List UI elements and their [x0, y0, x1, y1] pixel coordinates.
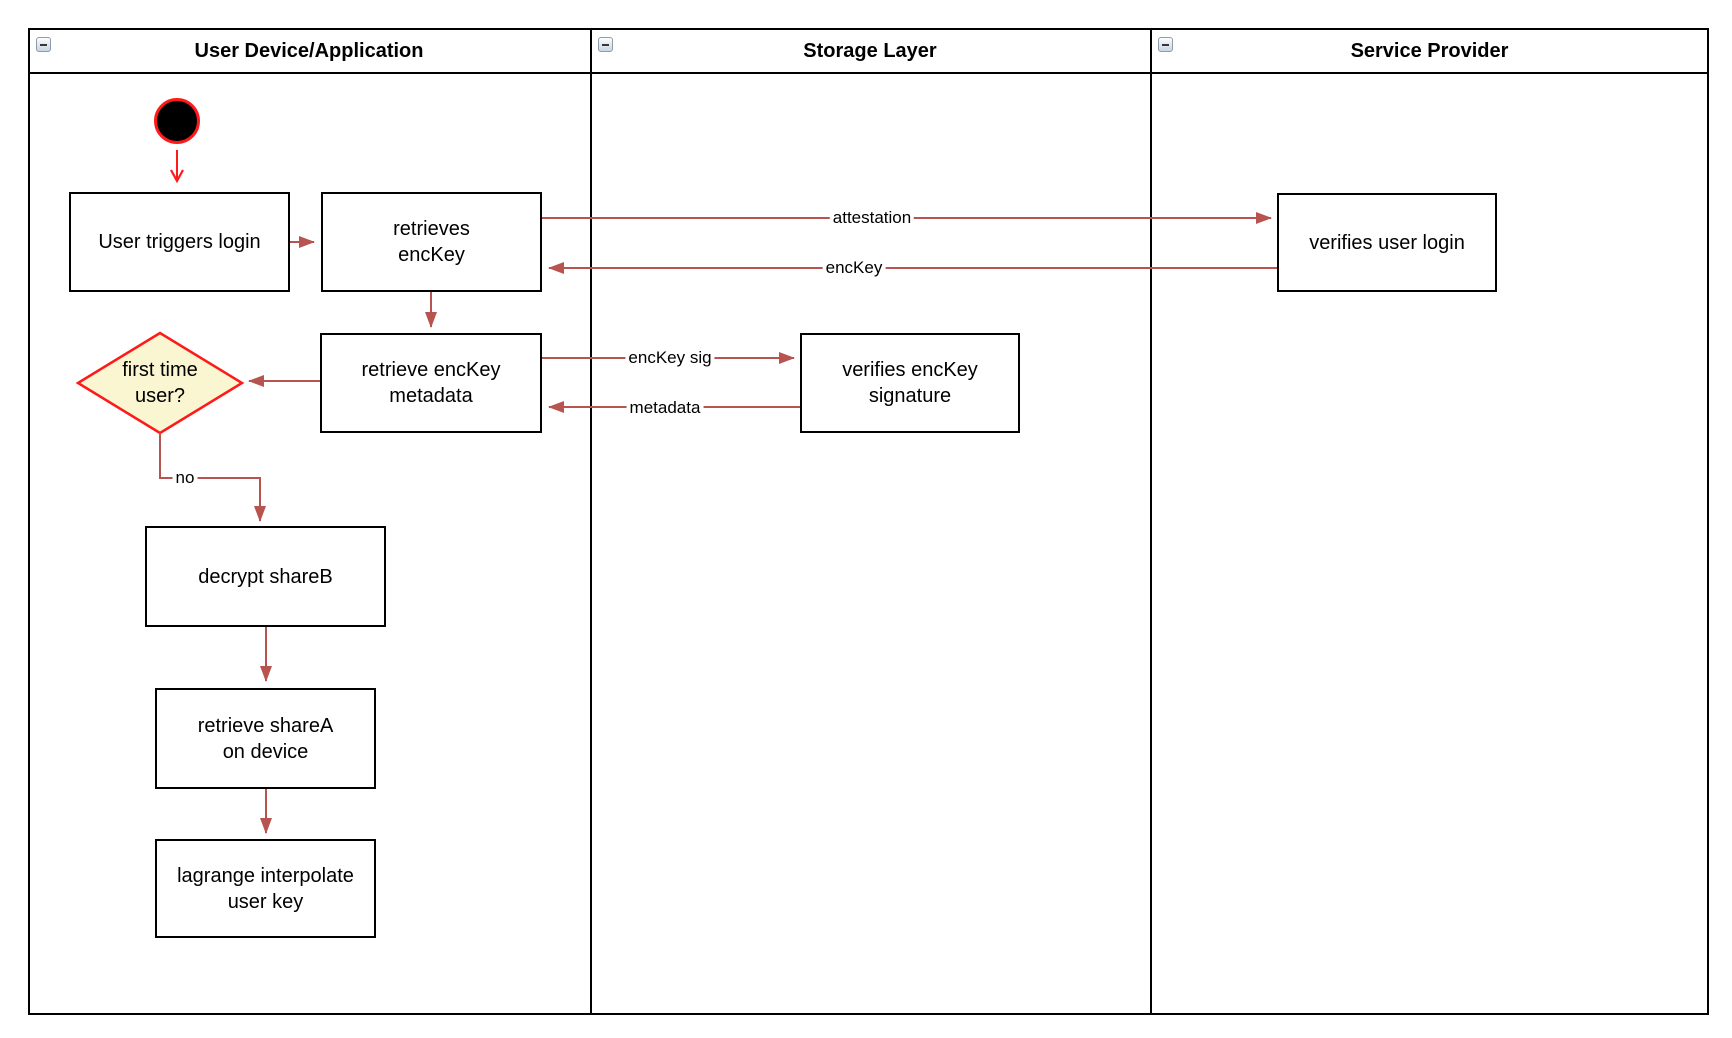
edge-label-no: no: [172, 467, 198, 489]
swimlane-pool-border: [28, 28, 1709, 1015]
activity-user-triggers-login[interactable]: User triggers login: [69, 192, 290, 292]
decision-first-time-user-shape[interactable]: [75, 331, 245, 435]
activity-label: decrypt shareB: [198, 565, 333, 588]
initial-node[interactable]: [154, 98, 200, 144]
activity-retrieves-enckey[interactable]: retrieves encKey: [321, 192, 542, 292]
activity-lagrange-interpolate-user-key[interactable]: lagrange interpolate user key: [155, 839, 376, 938]
collapse-minus-icon[interactable]: [1158, 37, 1173, 52]
activity-label: verifies user login: [1309, 231, 1465, 254]
activity-retrieve-enckey-metadata[interactable]: retrieve encKey metadata: [320, 333, 542, 433]
activity-retrieve-sharea-on-device[interactable]: retrieve shareA on device: [155, 688, 376, 789]
collapse-minus-icon[interactable]: [36, 37, 51, 52]
activity-label: verifies encKey signature: [842, 359, 978, 407]
lane-header-storage-layer: Storage Layer: [803, 39, 937, 62]
collapse-minus-icon[interactable]: [598, 37, 613, 52]
edge-label-attestation: attestation: [829, 207, 915, 229]
decision-first-time-user-label: first time user?: [122, 359, 198, 407]
lane-divider-2: [1150, 28, 1152, 1015]
activity-decrypt-shareb[interactable]: decrypt shareB: [145, 526, 386, 627]
activity-label: User triggers login: [98, 231, 261, 253]
edge-no-branch[interactable]: [159, 433, 266, 522]
lane-header-underline: [28, 72, 1709, 74]
activity-verifies-user-login[interactable]: verifies user login: [1277, 193, 1497, 292]
lane-header-user-device: User Device/Application: [194, 39, 424, 62]
lane-header-service-provider: Service Provider: [1350, 39, 1509, 62]
edge-label-enckey-sig: encKey sig: [625, 347, 715, 369]
activity-label: retrieve encKey metadata: [361, 359, 501, 407]
activity-verifies-enckey-signature[interactable]: verifies encKey signature: [800, 333, 1020, 433]
lane-divider-1: [590, 28, 592, 1015]
activity-label: retrieve shareA on device: [197, 714, 334, 763]
activity-label: lagrange interpolate user key: [177, 864, 354, 913]
edge-label-enckey: encKey: [822, 257, 886, 279]
activity-label: retrieves encKey: [393, 218, 470, 266]
edge-label-metadata: metadata: [626, 397, 704, 419]
